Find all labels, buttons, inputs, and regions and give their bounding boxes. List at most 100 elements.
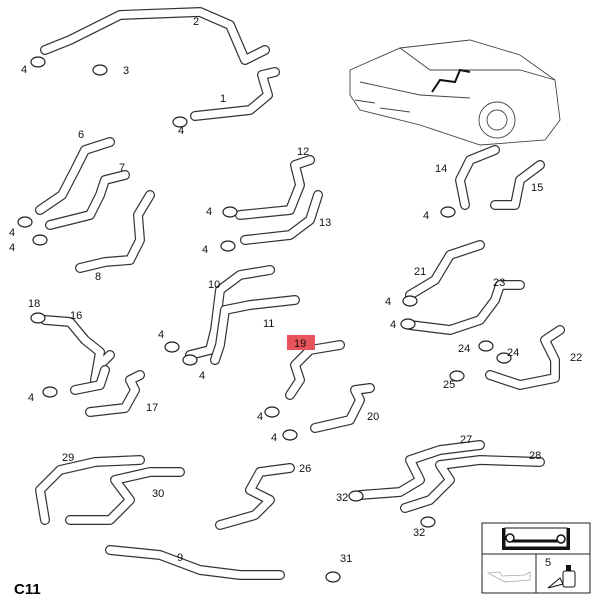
part-label-22[interactable]: 22 xyxy=(570,352,582,364)
part-label-9[interactable]: 9 xyxy=(177,552,183,564)
hose-8 xyxy=(455,145,500,210)
hose-6 xyxy=(235,155,315,220)
hose-clamp xyxy=(449,370,465,382)
part-label-10[interactable]: 10 xyxy=(208,279,220,291)
hose-7 xyxy=(240,190,323,245)
part-label-14[interactable]: 14 xyxy=(435,163,447,175)
sealant-bottle-icon xyxy=(547,565,576,589)
hose-9 xyxy=(490,160,545,210)
part-label-4[interactable]: 4 xyxy=(9,227,15,239)
part-label-4[interactable]: 4 xyxy=(9,242,15,254)
part-label-4[interactable]: 4 xyxy=(271,432,277,444)
part-label-13[interactable]: 13 xyxy=(319,217,331,229)
hose-clamp xyxy=(264,406,280,418)
part-label-15[interactable]: 15 xyxy=(531,182,543,194)
hose-clamp xyxy=(348,490,364,502)
clamp-parts xyxy=(17,56,512,583)
part-label-1[interactable]: 1 xyxy=(220,93,226,105)
part-label-4[interactable]: 4 xyxy=(390,319,396,331)
hose-clamp xyxy=(440,206,456,218)
part-label-24[interactable]: 24 xyxy=(458,343,470,355)
part-label-4[interactable]: 4 xyxy=(178,125,184,137)
hose-2 xyxy=(190,67,280,121)
part-label-7[interactable]: 7 xyxy=(119,162,125,174)
part-label-12[interactable]: 12 xyxy=(297,146,309,158)
part-label-29[interactable]: 29 xyxy=(62,452,74,464)
hose-20 xyxy=(35,455,145,525)
hose-clamp xyxy=(92,64,108,76)
part-label-3[interactable]: 3 xyxy=(123,65,129,77)
hose-23 xyxy=(355,440,485,500)
part-label-4[interactable]: 4 xyxy=(257,411,263,423)
part-label-4[interactable]: 4 xyxy=(21,64,27,76)
hose-21 xyxy=(65,467,185,525)
manual-wrench-icon xyxy=(502,527,570,550)
hose-clamp xyxy=(282,429,298,441)
part-label-30[interactable]: 30 xyxy=(152,488,164,500)
hose-clamp xyxy=(478,340,494,352)
part-label-20[interactable]: 20 xyxy=(367,411,379,423)
hose-11 xyxy=(405,280,525,335)
hose-clamp xyxy=(32,234,48,246)
hose-clamp xyxy=(172,116,188,128)
hose-5 xyxy=(75,190,155,273)
hose-parts xyxy=(35,7,565,580)
part-label-4[interactable]: 4 xyxy=(202,244,208,256)
part-label-25[interactable]: 25 xyxy=(443,379,455,391)
part-label-4[interactable]: 4 xyxy=(423,210,429,222)
part-label-32[interactable]: 32 xyxy=(336,492,348,504)
part-label-4[interactable]: 4 xyxy=(199,370,205,382)
part-label-23[interactable]: 23 xyxy=(493,277,505,289)
hose-25 xyxy=(105,545,285,580)
hose-18 xyxy=(285,340,345,400)
part-label-19[interactable]: 19 xyxy=(294,338,306,350)
part-label-4[interactable]: 4 xyxy=(158,329,164,341)
hose-clamp xyxy=(182,354,198,366)
hose-17 xyxy=(210,295,300,365)
part-label-11[interactable]: 11 xyxy=(263,318,274,330)
part-label-17[interactable]: 17 xyxy=(146,402,158,414)
hose-clamp xyxy=(164,341,180,353)
hose-1 xyxy=(40,7,270,65)
legend-sealant-number: 5 xyxy=(545,557,551,569)
hose-clamp xyxy=(220,240,236,252)
hose-22 xyxy=(215,463,295,530)
part-label-26[interactable]: 26 xyxy=(299,463,311,475)
part-label-16[interactable]: 16 xyxy=(70,310,82,322)
part-label-4[interactable]: 4 xyxy=(385,296,391,308)
part-label-28[interactable]: 28 xyxy=(529,450,541,462)
page-code: C11 xyxy=(14,581,41,598)
highlight-box xyxy=(287,335,315,350)
hose-14 xyxy=(70,365,110,395)
part-label-27[interactable]: 27 xyxy=(460,434,472,446)
hose-clamp xyxy=(42,386,58,398)
tray-icon xyxy=(486,571,531,583)
part-label-4[interactable]: 4 xyxy=(206,206,212,218)
hose-clamp xyxy=(325,571,341,583)
part-label-32[interactable]: 32 xyxy=(413,527,425,539)
part-label-21[interactable]: 21 xyxy=(414,266,426,278)
hose-clamp xyxy=(222,206,238,218)
hose-12 xyxy=(485,325,565,390)
hose-10 xyxy=(405,240,485,300)
part-label-6[interactable]: 6 xyxy=(78,129,84,141)
hose-clamp xyxy=(496,352,512,364)
hose-4 xyxy=(45,170,130,230)
part-label-31[interactable]: 31 xyxy=(340,553,352,565)
part-label-18[interactable]: 18 xyxy=(28,298,40,310)
part-label-2[interactable]: 2 xyxy=(193,16,199,28)
legend-box: 5 xyxy=(481,522,591,594)
hose-clamp xyxy=(17,216,33,228)
hose-13 xyxy=(40,315,115,385)
hose-3 xyxy=(35,137,115,215)
hose-19 xyxy=(310,383,375,433)
part-label-4[interactable]: 4 xyxy=(28,392,34,404)
part-label-8[interactable]: 8 xyxy=(95,271,101,283)
hose-clamp xyxy=(400,318,416,330)
hose-clamp xyxy=(402,295,418,307)
hose-15 xyxy=(85,370,145,417)
part-label-24[interactable]: 24 xyxy=(507,347,519,359)
hose-16 xyxy=(185,265,275,360)
